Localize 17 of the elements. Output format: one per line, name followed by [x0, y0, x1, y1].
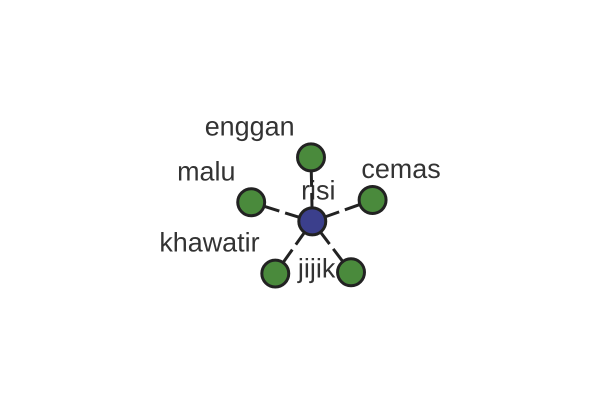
connector: [264, 204, 300, 218]
node-label: cemas: [361, 154, 441, 184]
connector: [310, 170, 314, 208]
node-circle: [297, 206, 328, 236]
node-circle: [296, 142, 326, 172]
node-circle: [260, 258, 290, 288]
connector: [319, 230, 344, 262]
node-circle: [236, 186, 266, 217]
node-label: khawatir: [159, 227, 260, 258]
node-label: risi: [301, 175, 336, 206]
connector: [282, 231, 306, 262]
node-circle: [336, 256, 366, 287]
node-circle: [358, 184, 388, 214]
connector: [324, 202, 360, 218]
node-label: jijik: [298, 252, 336, 283]
node-label: enggan: [204, 111, 295, 142]
node-label: malu: [177, 156, 236, 186]
